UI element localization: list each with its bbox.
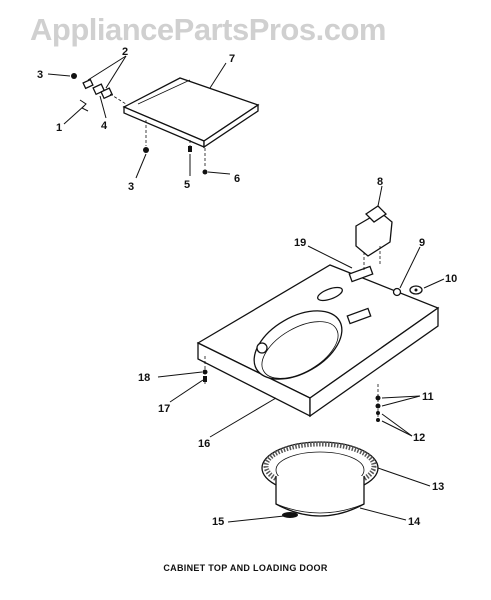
callout-13: 13 [432,481,444,493]
callout-9: 9 [419,237,425,249]
callout-6: 6 [234,173,240,185]
callout-10: 10 [445,273,457,285]
callout-15: 15 [212,516,224,528]
callout-5: 5 [184,179,190,191]
tub-ring-assembly [261,441,379,518]
callout-11: 11 [422,391,434,403]
callout-14: 14 [408,516,421,528]
screws [202,356,381,422]
callout-16: 16 [198,438,210,450]
loading-door [122,77,260,149]
callout-3-upper: 3 [37,69,43,81]
lid-switch [355,205,393,270]
hinge-assembly [71,73,208,175]
callout-4: 4 [101,120,108,132]
callout-2: 2 [122,46,128,58]
watermark: AppliancePartsPros.com [30,12,386,47]
callout-18: 18 [138,372,150,384]
callout-17: 17 [158,403,170,415]
diagram-caption: CABINET TOP AND LOADING DOOR [163,563,328,573]
callout-19: 19 [294,237,306,249]
callout-12: 12 [413,432,425,444]
callout-3-lower: 3 [128,181,134,193]
callout-8: 8 [377,176,383,188]
leader-lines [47,55,445,523]
callout-1: 1 [56,122,62,134]
callout-7: 7 [229,53,235,65]
callout-labels: 1 2 3 3 4 5 6 7 8 9 10 11 12 13 14 15 16… [37,46,457,528]
cabinet-top [196,264,440,418]
